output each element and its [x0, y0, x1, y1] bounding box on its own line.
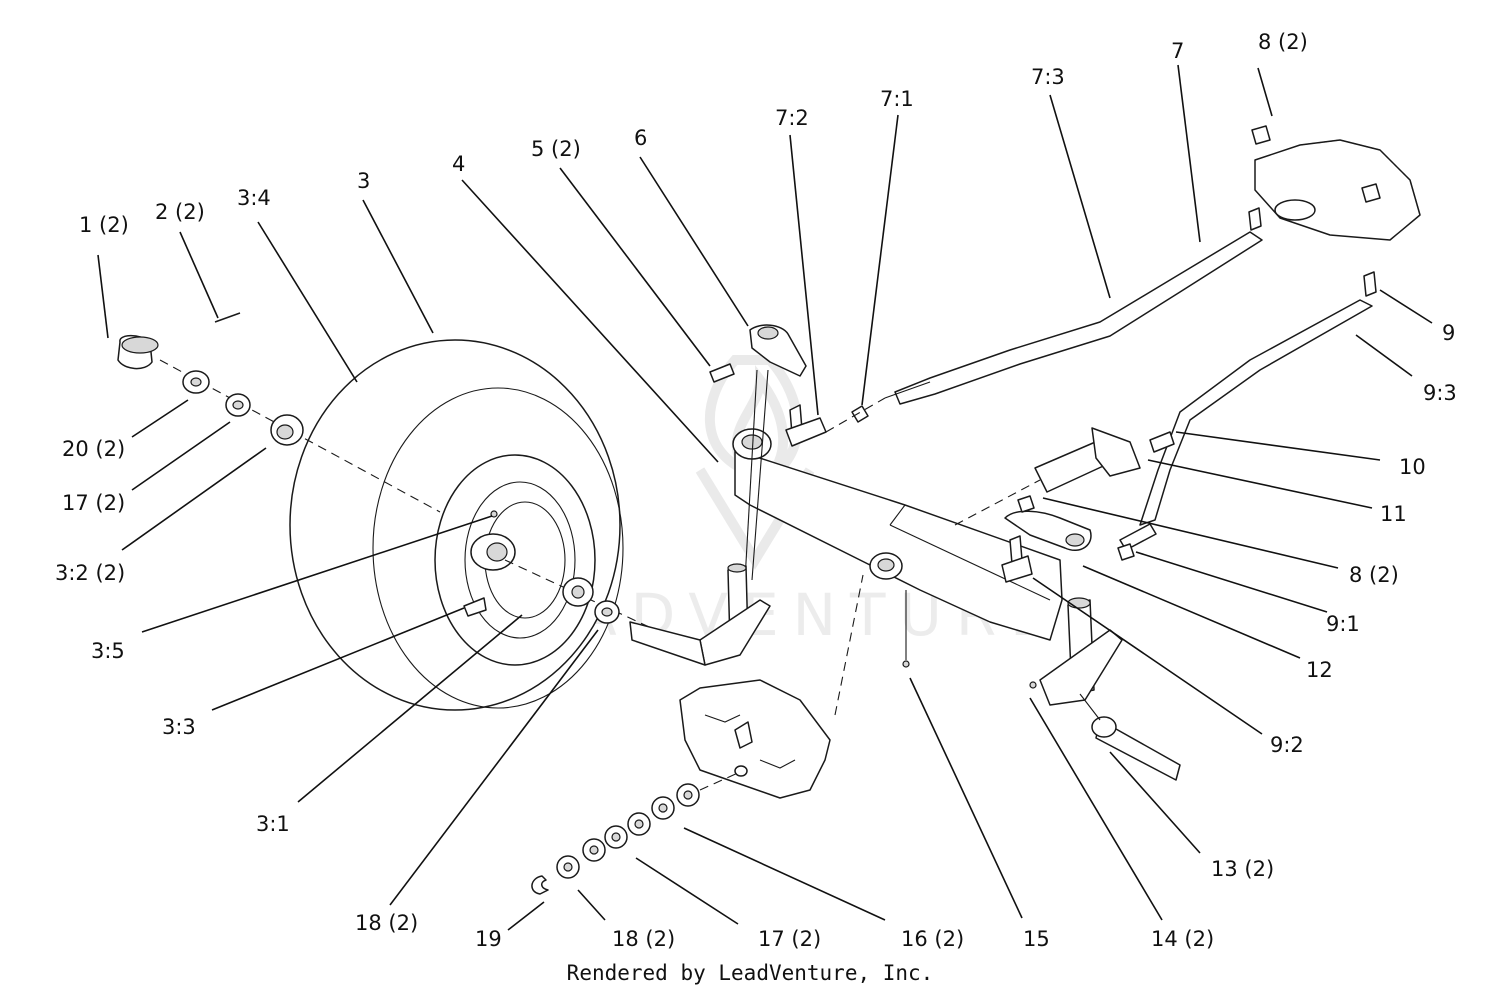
sector-hole — [1274, 199, 1316, 221]
callout-4: 4 — [452, 152, 465, 176]
pivot-shaft — [954, 427, 1175, 526]
tie-rod-7 — [825, 231, 1263, 433]
spindle-right — [1039, 597, 1181, 781]
grease-fitting — [490, 510, 498, 518]
valve-stem — [463, 597, 487, 617]
rim — [434, 454, 596, 666]
callout-8-top: 8 (2) — [1258, 30, 1308, 54]
sector-teeth — [1299, 139, 1421, 216]
callout-9: 9 — [1442, 321, 1455, 345]
frame-bracket — [679, 574, 864, 799]
callout-18-bottom: 18 (2) — [612, 927, 675, 951]
callout-9-3: 9:3 — [1423, 381, 1457, 405]
callout-17-bottom: 17 (2) — [758, 927, 821, 951]
callout-8-bottom: 8 (2) — [1349, 563, 1399, 587]
rim-inner — [464, 481, 576, 639]
stud-8-left — [1248, 207, 1262, 231]
tire-tread-edge — [372, 387, 624, 709]
steering-sector — [1248, 125, 1421, 297]
callout-20: 20 (2) — [62, 437, 125, 461]
nut-8-top — [1251, 125, 1271, 145]
nut-7-1 — [851, 405, 869, 423]
spindle-left — [629, 324, 807, 666]
tie-rod-end — [785, 404, 869, 447]
callout-12: 12 — [1306, 658, 1333, 682]
callout-10: 10 — [1399, 455, 1426, 479]
grease-fitting-14 — [1029, 681, 1037, 689]
callout-11: 11 — [1380, 502, 1407, 526]
callout-7: 7 — [1171, 39, 1184, 63]
callout-1: 1 (2) — [79, 213, 129, 237]
callout-9-2: 9:2 — [1270, 733, 1304, 757]
washer-stack — [531, 771, 741, 895]
axle-beam — [734, 449, 1063, 641]
callout-3-5: 3:5 — [91, 639, 125, 663]
bracket-plate — [679, 679, 831, 799]
callout-6: 6 — [634, 126, 647, 150]
callout-18-left: 18 (2) — [355, 911, 418, 935]
footer-credit: Rendered by LeadVenture, Inc. — [567, 961, 934, 985]
grease-fitting-15 — [902, 660, 910, 668]
callout-17-left: 17 (2) — [62, 491, 125, 515]
callout-3-2: 3:2 (2) — [55, 561, 125, 585]
nut-9-1 — [1117, 543, 1135, 561]
callout-2: 2 (2) — [155, 200, 205, 224]
callout-3-3: 3:3 — [162, 715, 196, 739]
callout-7-1: 7:1 — [880, 87, 914, 111]
bolt-10 — [1149, 431, 1175, 453]
hub-bore — [486, 542, 508, 562]
cotter-pin — [214, 312, 241, 323]
pin-5 — [709, 363, 735, 383]
nut-8-right-arm — [1017, 495, 1035, 513]
sector-plate — [1254, 139, 1421, 241]
callout-3: 3 — [357, 169, 370, 193]
callout-3-4: 3:4 — [237, 186, 271, 210]
drag-link-body — [1139, 299, 1373, 526]
callout-7-2: 7:2 — [775, 106, 809, 130]
hub-cap-top — [121, 336, 159, 354]
tie-rod-body — [894, 231, 1263, 405]
callout-14: 14 (2) — [1151, 927, 1214, 951]
leader-lines — [97, 64, 1433, 931]
callout-3-1: 3:1 — [256, 812, 290, 836]
callout-9-1: 9:1 — [1326, 612, 1360, 636]
spindle-bracket-right — [1039, 629, 1123, 706]
spindle-axle-left — [629, 621, 706, 666]
inner-hardware — [562, 577, 620, 624]
drag-link-9 — [1117, 299, 1373, 561]
callout-7-3: 7:3 — [1031, 65, 1065, 89]
front-axle — [732, 428, 1063, 641]
steering-arm-right — [1001, 495, 1092, 583]
callout-19: 19 — [475, 927, 502, 951]
stud-9 — [1363, 271, 1377, 297]
hub-hardware — [117, 312, 304, 446]
callout-13: 13 (2) — [1211, 857, 1274, 881]
nut-8-right — [1361, 183, 1381, 203]
e-clip-19 — [531, 875, 549, 895]
callout-5: 5 (2) — [531, 137, 581, 161]
callout-labels: 1 (2) 2 (2) 3:4 3 4 5 (2) 6 7:2 7:1 7:3 … — [55, 30, 1457, 951]
callout-15: 15 — [1023, 927, 1050, 951]
callout-16: 16 (2) — [901, 927, 964, 951]
wheel-assembly — [289, 339, 624, 711]
pivot-flange — [1091, 427, 1141, 477]
